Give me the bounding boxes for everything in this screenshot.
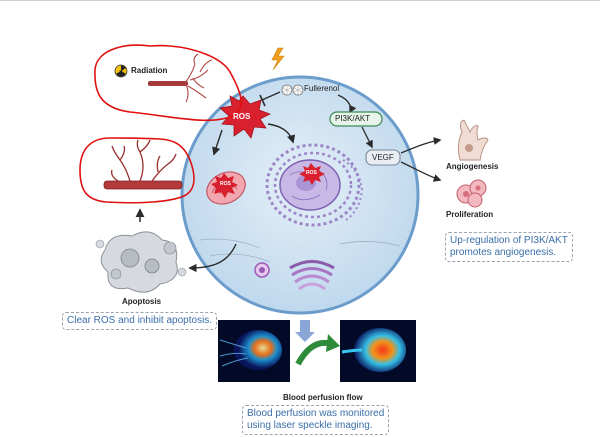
ros-label-mitochondrion: ROS — [220, 181, 231, 187]
note-upregulation-line2: promotes angiogenesis. — [450, 247, 557, 258]
laser-speckle-image-before — [218, 320, 290, 382]
angiogenesis-label: Angiogenesis — [446, 162, 499, 171]
annotation-circle-vessel — [79, 137, 195, 204]
blood-perfusion-flow-label: Blood perfusion flow — [283, 393, 363, 402]
apoptosis-label: Apoptosis — [122, 297, 162, 306]
proliferation-label: Proliferation — [446, 210, 494, 219]
lightning-icon — [271, 47, 285, 71]
laser-speckle-image-after — [340, 320, 416, 382]
angiogenesis-cell-icon — [457, 119, 489, 161]
green-arrow — [295, 334, 340, 366]
vessel-icon — [103, 139, 183, 190]
vesicle-icon — [254, 262, 270, 278]
small-vessel-icon — [148, 53, 213, 103]
note-clear-ros-text: Clear ROS and inhibit apoptosis. — [67, 315, 213, 326]
apoptosis-cells-icon — [95, 231, 187, 293]
note-perfusion-line1: Blood perfusion was monitored — [247, 408, 385, 419]
note-upregulation-line1: Up-regulation of PI3K/AKT — [450, 235, 568, 246]
golgi-icon — [289, 260, 335, 291]
annotation-circle-radiation — [94, 44, 242, 122]
ros-starburst-main — [219, 95, 272, 139]
ros-label-main: ROS — [233, 112, 251, 121]
ros-label-nucleus: ROS — [306, 170, 317, 176]
radiation-label: Radiation — [131, 66, 168, 75]
note-perfusion-line2: using laser speckle imaging. — [247, 420, 373, 431]
note-clear-ros: Clear ROS and inhibit apoptosis. — [62, 312, 218, 330]
fullerenol-label: Fullerenol — [304, 84, 340, 93]
nucleus-icon — [265, 143, 364, 227]
down-arrow — [295, 320, 315, 342]
mitochondrion-icon — [206, 171, 246, 205]
vegf-label: VEGF — [372, 153, 394, 162]
pi3k-akt-label: PI3K/AKT — [335, 114, 371, 123]
fullerenol-icon — [281, 84, 304, 96]
radiation-icon — [114, 64, 128, 78]
note-upregulation: Up-regulation of PI3K/AKT promotes angio… — [445, 232, 573, 262]
pi3k-akt-box — [329, 111, 383, 127]
note-perfusion: Blood perfusion was monitored using lase… — [242, 405, 390, 435]
proliferation-cells-icon — [456, 179, 487, 208]
vegf-box — [365, 149, 401, 166]
